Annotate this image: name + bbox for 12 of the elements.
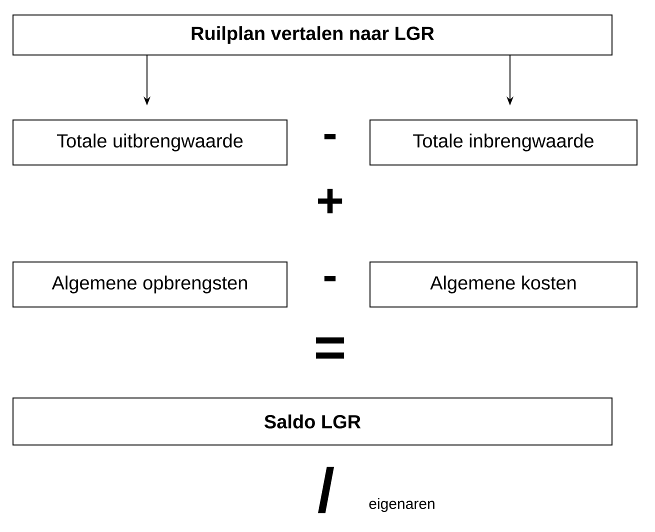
- process-box: Totale inbrengwaarde: [370, 120, 638, 166]
- minus-sign: -: [324, 134, 336, 140]
- equals-sign: =: [316, 337, 344, 359]
- slash-sign: /: [318, 466, 334, 514]
- minus-sign: -: [324, 276, 336, 282]
- plus-sign: +: [318, 188, 342, 214]
- process-box: Totale uitbrengwaarde: [12, 120, 288, 166]
- process-box: Saldo LGR: [12, 398, 612, 446]
- process-box: Algemene opbrengsten: [12, 262, 288, 308]
- note-text: eigenaren: [369, 498, 434, 512]
- process-box: Algemene kosten: [370, 262, 638, 308]
- process-box: Ruilplan vertalen naar LGR: [12, 14, 612, 56]
